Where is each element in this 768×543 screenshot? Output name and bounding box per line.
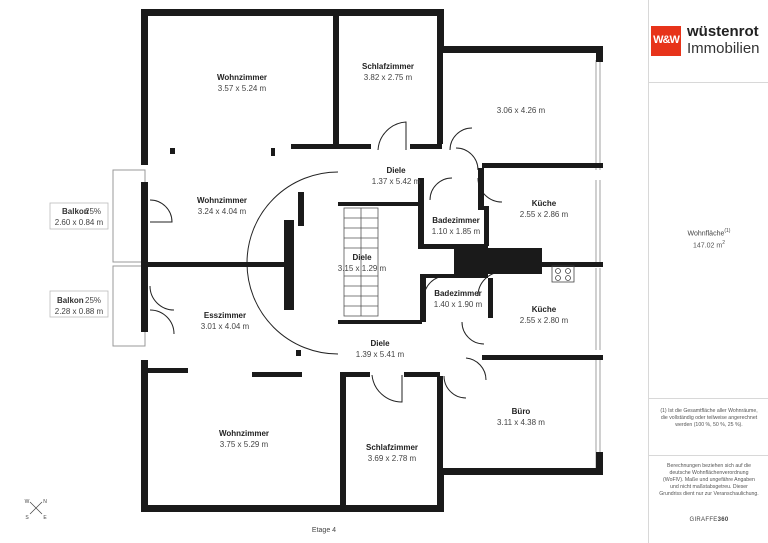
room-labels: Wohnzimmer 3.57 x 5.24 m Schlafzimmer 3.… [197, 62, 569, 463]
panel-divider [649, 455, 768, 456]
room-diele-3-dims: 1.39 x 5.41 m [356, 350, 405, 359]
panel-divider [649, 82, 768, 83]
room-badezimmer-1-name: Badezimmer [432, 216, 480, 225]
room-buero-dims: 3.11 x 4.38 m [497, 418, 545, 427]
logo-name: wüstenrot [687, 23, 759, 40]
room-kueche-2-dims: 2.55 x 2.80 m [520, 316, 569, 325]
area-footnote: (1) Ist die Gesamtfläche aller Wohnräume… [660, 408, 758, 428]
balcony-2-share: 25% [85, 296, 101, 305]
floor-plan: Wohnzimmer 3.57 x 5.24 m Schlafzimmer 3.… [25, 9, 603, 534]
giraffe360-credit: GIRAFFE360 [689, 517, 729, 523]
room-wohnzimmer-3-name: Wohnzimmer [219, 429, 269, 438]
compass-icon: W N S E [25, 499, 48, 521]
room-schlafzimmer-2-dims: 3.69 x 2.78 m [368, 454, 417, 463]
room-buero-name: Büro [512, 407, 531, 416]
logo-mark-text: W&W [653, 34, 680, 46]
balcony-label-1: Balkon 25% 2.60 x 0.84 m [49, 202, 109, 230]
room-wohnzimmer-1-name: Wohnzimmer [217, 73, 267, 82]
walls [141, 9, 603, 512]
room-kueche-1-dims: 2.55 x 2.86 m [520, 210, 569, 219]
room-schlafzimmer-2-name: Schlafzimmer [366, 443, 418, 452]
area-value: 147.02 m2 [693, 240, 725, 250]
floor-label: Etage 4 [312, 527, 336, 534]
room-diele-1-name: Diele [386, 166, 406, 175]
staircase [343, 207, 379, 317]
wuestenrot-logo: W&W wüstenrot Immobilien [651, 23, 767, 64]
panel-divider [649, 398, 768, 399]
room-wohnzimmer-3-dims: 3.75 x 5.29 m [220, 440, 269, 449]
room-kueche-1-name: Küche [532, 199, 557, 208]
balcony-label-2: Balkon 25% 2.28 x 0.88 m [49, 290, 109, 318]
room-wohnzimmer-1-dims: 3.57 x 5.24 m [218, 84, 267, 93]
room-diele-1-dims: 1.37 x 5.42 m [372, 177, 421, 186]
room-badezimmer-2-name: Badezimmer [434, 289, 482, 298]
room-wohnzimmer-2-dims: 3.24 x 4.04 m [198, 207, 247, 216]
compass-w: W [25, 499, 30, 505]
room-wohnzimmer-2-name: Wohnzimmer [197, 196, 247, 205]
compass-s: S [25, 515, 29, 521]
room-diele-2-dims: 3.15 x 1.29 m [338, 264, 387, 273]
logo-sub: Immobilien [687, 40, 760, 57]
compass-n: N [43, 499, 47, 505]
compass-e: E [43, 515, 47, 521]
logo-mark: W&W [651, 26, 681, 56]
room-badezimmer-1-dims: 1.10 x 1.85 m [432, 227, 481, 236]
balcony-1-name: Balkon [62, 207, 89, 216]
room-esszimmer-name: Esszimmer [204, 311, 246, 320]
balcony-2-dims: 2.28 x 0.88 m [55, 307, 104, 316]
stove [551, 265, 575, 283]
area-label: Wohnfläche(1) [687, 228, 731, 238]
disclaimer: Berechnungen beziehen sich auf die deuts… [659, 463, 759, 497]
balcony-outlines [112, 169, 146, 347]
door-swings [149, 121, 503, 403]
room-kueche-2-name: Küche [532, 305, 557, 314]
balcony-1-share: 25% [85, 207, 101, 216]
room-diele-2-name: Diele [352, 253, 372, 262]
balcony-1-dims: 2.60 x 0.84 m [55, 218, 104, 227]
balcony-2-name: Balkon [57, 296, 84, 305]
room-schlafzimmer-1-dims: 3.82 x 2.75 m [364, 73, 413, 82]
info-panel: W&W wüstenrot Immobilien Wohnfläche(1) 1… [648, 0, 768, 543]
room-badezimmer-2-dims: 1.40 x 1.90 m [434, 300, 483, 309]
room-top-right-dims: 3.06 x 4.26 m [497, 106, 546, 115]
room-schlafzimmer-1-name: Schlafzimmer [362, 62, 414, 71]
room-diele-3-name: Diele [370, 339, 390, 348]
room-esszimmer-dims: 3.01 x 4.04 m [201, 322, 250, 331]
